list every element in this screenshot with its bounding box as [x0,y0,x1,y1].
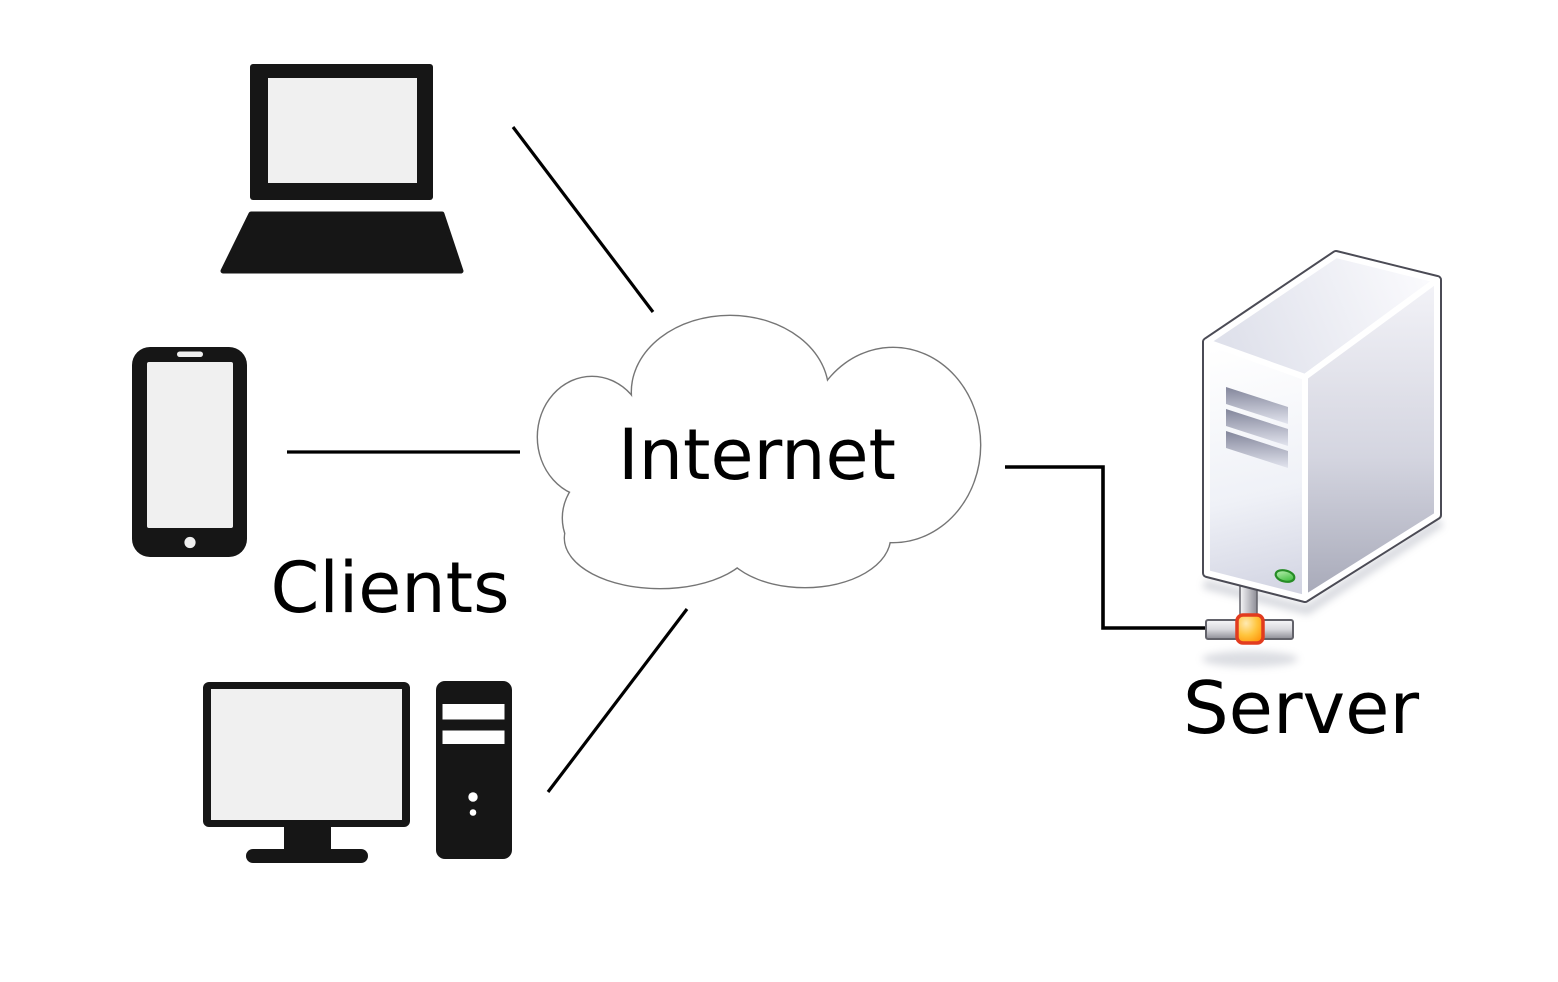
internet-server-line [1005,465,1212,630]
internet-cloud: Internet [536,314,982,590]
monitor-stand-base [246,849,368,863]
smartphone-icon [132,347,247,557]
smartphone-screen [147,362,233,528]
server-vent-1 [1226,387,1288,424]
server-front-face [1204,339,1308,601]
server-tower-icon [1202,250,1444,667]
desktop-internet-line [546,608,689,793]
smartphone-home-button [184,536,196,549]
server-shadow [1202,518,1444,615]
laptop-internet-line [511,126,655,313]
tower-power-button [468,792,478,802]
server-side-face [1302,277,1440,601]
connector-shadow [1202,651,1298,667]
server-vent-3 [1226,431,1288,468]
laptop-screen [268,78,417,183]
server-label: Server [1183,666,1420,750]
desktop-computer-icon [203,681,512,863]
smartphone-speaker [177,351,203,357]
monitor-screen [211,689,402,820]
connection-lines [287,126,1212,793]
tower-led-dot [469,809,477,816]
laptop-keyboard-base [220,211,464,274]
cloud-body [538,316,980,588]
clients-label: Clients [270,547,509,629]
internet-label: Internet [618,414,896,496]
server-power-led [1274,569,1296,583]
tower-drive-slot-2 [442,730,505,744]
network-connector-node [1235,613,1265,645]
server-vents [1226,387,1288,468]
laptop-icon [220,64,464,274]
server-vent-2 [1226,409,1288,446]
tower-drive-slot-1 [442,704,505,720]
tower-case [436,681,512,859]
